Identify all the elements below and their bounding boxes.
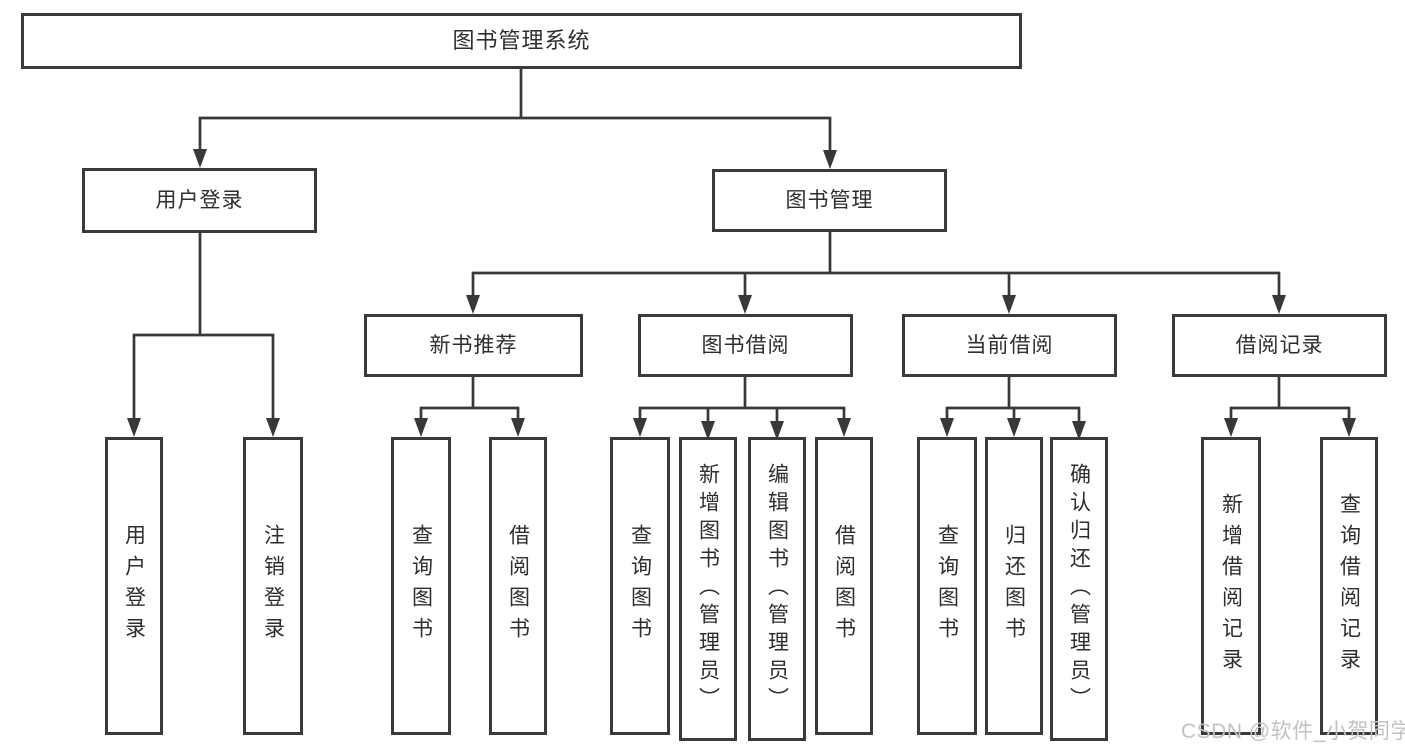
node-query-books-borrowing: 查询图书 [610, 437, 670, 735]
node-label: 当前借阅 [965, 334, 1054, 357]
node-label: 编辑图书（管理员） [765, 463, 789, 715]
node-login: 用户登录 [105, 437, 163, 735]
node-query-borrow-record: 查询借阅记录 [1320, 437, 1378, 735]
node-label: 借阅图书 [506, 524, 530, 648]
node-query-books-recommend: 查询图书 [391, 437, 451, 735]
node-label: 确认归还（管理员） [1067, 463, 1091, 715]
node-add-borrow-record: 新增借阅记录 [1201, 437, 1261, 735]
node-label: 新增图书（管理员） [696, 463, 720, 715]
watermark: CSDN @软件_小贺同学 [1181, 720, 1405, 743]
node-label: 查询借阅记录 [1337, 493, 1361, 679]
node-label: 图书借阅 [701, 334, 790, 357]
node-label: 用户登录 [155, 189, 244, 212]
node-confirm-return-admin: 确认归还（管理员） [1050, 437, 1108, 741]
node-label: 新增借阅记录 [1219, 493, 1243, 679]
node-label: 新书推荐 [429, 334, 518, 357]
node-label: 查询图书 [409, 524, 433, 648]
node-query-books-current: 查询图书 [917, 437, 977, 735]
node-label: 用户登录 [122, 524, 146, 648]
node-book-borrowing: 图书借阅 [638, 314, 853, 377]
node-borrowing-records: 借阅记录 [1172, 314, 1387, 377]
node-edit-books-admin: 编辑图书（管理员） [748, 437, 806, 741]
node-user-login: 用户登录 [82, 168, 317, 233]
node-system-root: 图书管理系统 [21, 13, 1022, 69]
node-borrow-books-recommend: 借阅图书 [489, 437, 547, 735]
node-book-management: 图书管理 [712, 169, 947, 232]
node-label: 借阅图书 [832, 524, 856, 648]
node-label: 借阅记录 [1235, 334, 1324, 357]
node-return-books: 归还图书 [985, 437, 1043, 735]
node-label: 注销登录 [261, 524, 285, 648]
node-label: 图书管理系统 [452, 28, 591, 53]
node-borrow-books: 借阅图书 [815, 437, 873, 735]
node-label: 归还图书 [1002, 524, 1026, 648]
node-new-book-recommend: 新书推荐 [364, 314, 583, 377]
node-add-books-admin: 新增图书（管理员） [679, 437, 737, 741]
node-logout: 注销登录 [243, 437, 303, 735]
node-label: 查询图书 [935, 524, 959, 648]
node-label: 查询图书 [628, 524, 652, 648]
node-label: 图书管理 [785, 189, 874, 212]
node-current-borrowing: 当前借阅 [902, 314, 1117, 377]
